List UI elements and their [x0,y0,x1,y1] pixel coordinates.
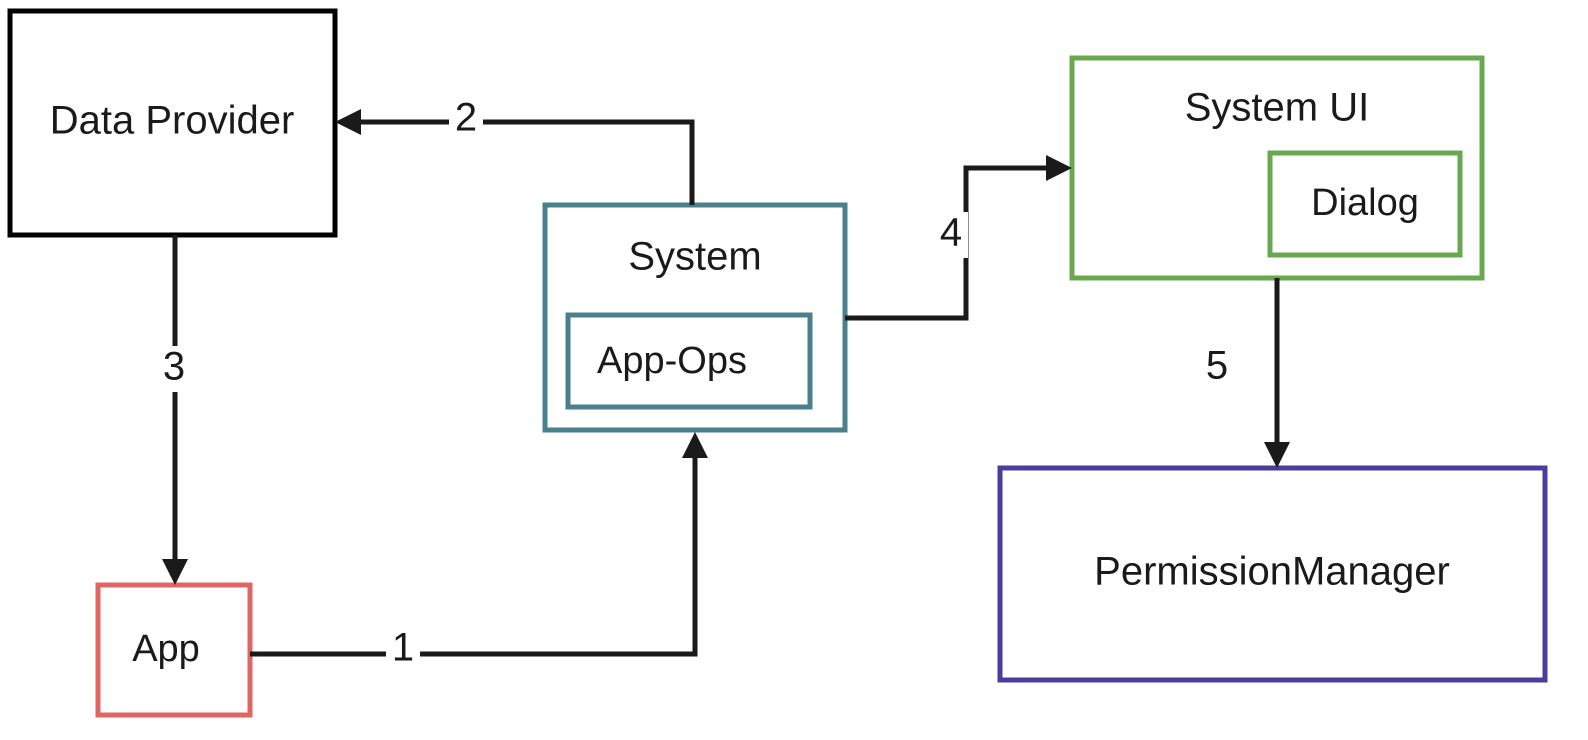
edge-4-arrowhead [1046,155,1072,181]
edge-3-arrowhead [162,559,188,585]
dialog-box[interactable] [1267,150,1463,258]
edge-2-label: 2 [455,96,477,140]
edge-1-label: 1 [392,626,414,670]
node-dialog[interactable]: Dialog [1267,150,1463,258]
permission-manager-label: PermissionManager [1094,550,1450,594]
data-provider-label: Data Provider [50,99,295,143]
node-app[interactable]: App [95,582,253,718]
app-ops-box[interactable] [565,312,813,410]
edge-4-system-to-system-ui[interactable]: 4 [845,155,1072,321]
app-ops-label: App-Ops [597,340,747,382]
edge-1-app-to-system[interactable]: 1 [250,432,708,673]
edge-4-label: 4 [940,211,962,255]
edge-5-system-ui-to-permission-manager[interactable]: 5 [1200,278,1290,468]
edge-1-arrowhead [682,432,708,458]
edge-3-label: 3 [163,345,185,389]
edge-5-label: 5 [1206,344,1228,388]
app-label: App [132,628,200,670]
edge-2-line[interactable] [345,119,695,205]
node-permission-manager[interactable]: PermissionManager [997,465,1548,683]
edge-2-system-to-data-provider[interactable]: 2 [335,96,695,205]
system-label: System [628,235,761,279]
edge-1-label-bg [386,627,420,673]
edge-3-label-bg [157,346,191,392]
app-box[interactable] [95,582,253,718]
edge-3-data-provider-to-app[interactable]: 3 [157,235,191,585]
edge-4-label-bg [934,212,968,258]
data-provider-box[interactable] [7,8,338,238]
system-ui-label: System UI [1185,86,1369,130]
node-data-provider[interactable]: Data Provider [7,8,338,238]
dialog-label: Dialog [1311,182,1419,224]
permission-manager-box[interactable] [997,465,1548,683]
node-app-ops[interactable]: App-Ops [565,312,813,410]
edge-2-label-bg [449,97,483,143]
edge-5-arrowhead [1264,442,1290,468]
edge-5-label-bg [1200,345,1234,391]
edge-2-arrowhead [335,109,361,135]
edge-1-line[interactable] [250,442,698,657]
